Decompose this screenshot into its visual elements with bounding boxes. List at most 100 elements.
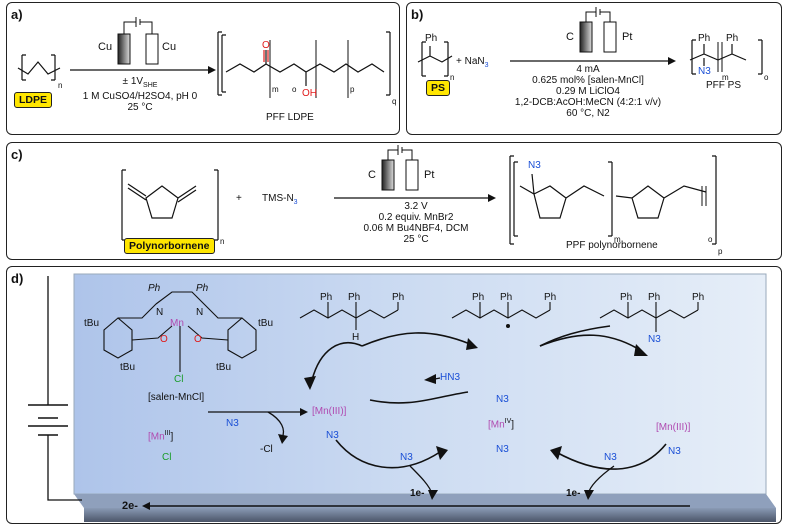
hydroxyl-label: OH: [302, 88, 317, 99]
electrode-c-label: C: [368, 169, 376, 181]
chain2-ph-3: Ph: [544, 292, 557, 303]
salen-tbu-3: tBu: [216, 362, 232, 373]
azide-anion-1: N3: [226, 418, 239, 429]
salen-cl: Cl: [174, 374, 184, 385]
chain1-ph-1: Ph: [320, 292, 333, 303]
electron-1: 1e-: [410, 488, 425, 499]
reagent-nan3-sub: 3: [484, 62, 489, 69]
salen-mn: Mn: [170, 318, 184, 329]
salen-n-left: N: [156, 307, 164, 318]
two-electron: 2e-: [122, 500, 138, 512]
substrate-ps: PS: [426, 80, 451, 96]
product-sub-m: m: [614, 235, 621, 244]
product-pff-ldpe: PFF LDPE: [266, 112, 314, 123]
panel-b: b): [406, 2, 782, 135]
product-sub-o: o: [708, 235, 713, 244]
salen-ph-left: Ph: [148, 283, 161, 294]
condition-voltage: ± 1VSHE: [80, 76, 200, 91]
panel-a: a): [6, 2, 400, 135]
product-sub-p: p: [718, 247, 723, 256]
plus-sign: +: [236, 193, 242, 204]
mn4-azide-top: N3: [496, 394, 509, 405]
sub-n: n: [58, 81, 63, 90]
ps-sub-n: n: [450, 73, 455, 82]
sub-o: o: [292, 85, 297, 94]
sub-m: m: [272, 85, 279, 94]
panel-c-conditions: 3.2 V 0.2 equiv. MnBr2 0.06 M Bu4NBF4, D…: [346, 201, 486, 245]
mn3-n3-left-azide: N3: [326, 430, 339, 441]
panel-a-conditions: ± 1VSHE 1 M CuSO4/H2SO4, pH 0 25 °C: [80, 76, 200, 113]
mn3-cl-label: [MnIII]: [148, 430, 174, 443]
mn4-sup: IV: [504, 418, 512, 425]
mn3-cl-chloride: Cl: [162, 452, 172, 463]
condition-temperature: 60 °C, N2: [566, 108, 610, 119]
sub-q: q: [392, 97, 397, 106]
panel-a-label: a): [11, 7, 23, 22]
substrate-ldpe: LDPE: [14, 92, 53, 108]
mn3-n3-right-azide: N3: [668, 446, 681, 457]
chain3-ph-2: Ph: [648, 292, 661, 303]
salen-ph-right: Ph: [196, 283, 209, 294]
mn3-n3-left: [Mn(III)]: [312, 406, 347, 417]
condition-solvent: 1,2-DCB:AcOH:MeCN (4:2:1 v/v): [514, 97, 662, 108]
electrode-right-label: Cu: [162, 41, 177, 53]
chain3-azide: N3: [648, 334, 661, 345]
electrode-c-label: C: [566, 31, 574, 43]
chain2-ph-2: Ph: [500, 292, 513, 303]
salen-o-right: O: [194, 334, 202, 345]
condition-electrolyte: 1 M CuSO4/H2SO4, pH 0: [82, 91, 198, 102]
salen-o-left: O: [160, 334, 168, 345]
condition-catalyst: 0.2 equiv. MnBr2: [378, 212, 454, 223]
reagent-tmsn3-text: TMS-N: [262, 193, 294, 204]
product-ph-2: Ph: [726, 33, 739, 44]
sub-p: p: [350, 85, 355, 94]
chain2-ph-1: Ph: [472, 292, 485, 303]
polynorbornene-sub-n: n: [220, 237, 225, 246]
product-ppf-polynorbornene: PPF polynorbornene: [566, 240, 658, 251]
condition-current: 4 mA: [576, 64, 600, 75]
condition-voltage: 3.2 V: [404, 201, 428, 212]
reagent-nan3: + NaN3: [456, 56, 489, 71]
reagent-tmsn3: TMS-N3: [262, 193, 298, 208]
mn3-cl-sup: III: [164, 430, 171, 437]
salen-tbu-2: tBu: [120, 362, 136, 373]
electrode-pt-label: Pt: [424, 169, 435, 181]
chain1-ph-3: Ph: [392, 292, 405, 303]
salen-tbu-1: tBu: [84, 318, 100, 329]
panel-c-label: c): [11, 147, 23, 162]
salen-n-right: N: [196, 307, 204, 318]
condition-voltage-sub: SHE: [143, 82, 158, 89]
mn4-mn: [Mn: [488, 419, 505, 431]
substrate-polynorbornene: Polynorbornene: [124, 238, 215, 254]
panel-b-label: b): [411, 7, 424, 22]
condition-electrolyte: 0.29 M LiClO4: [556, 86, 620, 97]
condition-catalyst: 0.625 mol% [salen-MnCl]: [532, 75, 644, 86]
chloride-leaving: -Cl: [260, 444, 273, 455]
condition-electrolyte: 0.06 M Bu4NBF4, DCM: [363, 223, 469, 234]
catalyst-name: [salen-MnCl]: [148, 392, 205, 403]
electrode-pt-label: Pt: [622, 31, 633, 43]
electrode-left-label: Cu: [98, 41, 113, 53]
hn3-product: HN3: [440, 372, 461, 383]
product-azide: N3: [698, 66, 711, 77]
product-ph-1: Ph: [698, 33, 711, 44]
condition-voltage-text: ± 1V: [122, 76, 144, 87]
mn4-azide-bottom: N3: [496, 444, 509, 455]
mn4-label: [MnIV]: [488, 418, 515, 431]
azide-anion-2: N3: [400, 452, 413, 463]
ps-phenyl-label: Ph: [425, 33, 438, 44]
chain1-h: H: [352, 332, 360, 343]
electron-2: 1e-: [566, 488, 581, 499]
mn3-n3-right: [Mn(III)]: [656, 422, 691, 433]
mn3-cl-mn: [Mn: [148, 431, 165, 443]
azide-anion-3: N3: [604, 452, 617, 463]
reagent-nan3-text: + NaN: [456, 56, 485, 67]
chain1-ph-2: Ph: [348, 292, 361, 303]
condition-temperature: 25 °C: [403, 234, 429, 245]
product-pff-ps: PFF PS: [706, 80, 742, 91]
oxygen-label: O: [262, 40, 270, 51]
panel-d-label: d): [11, 271, 24, 286]
